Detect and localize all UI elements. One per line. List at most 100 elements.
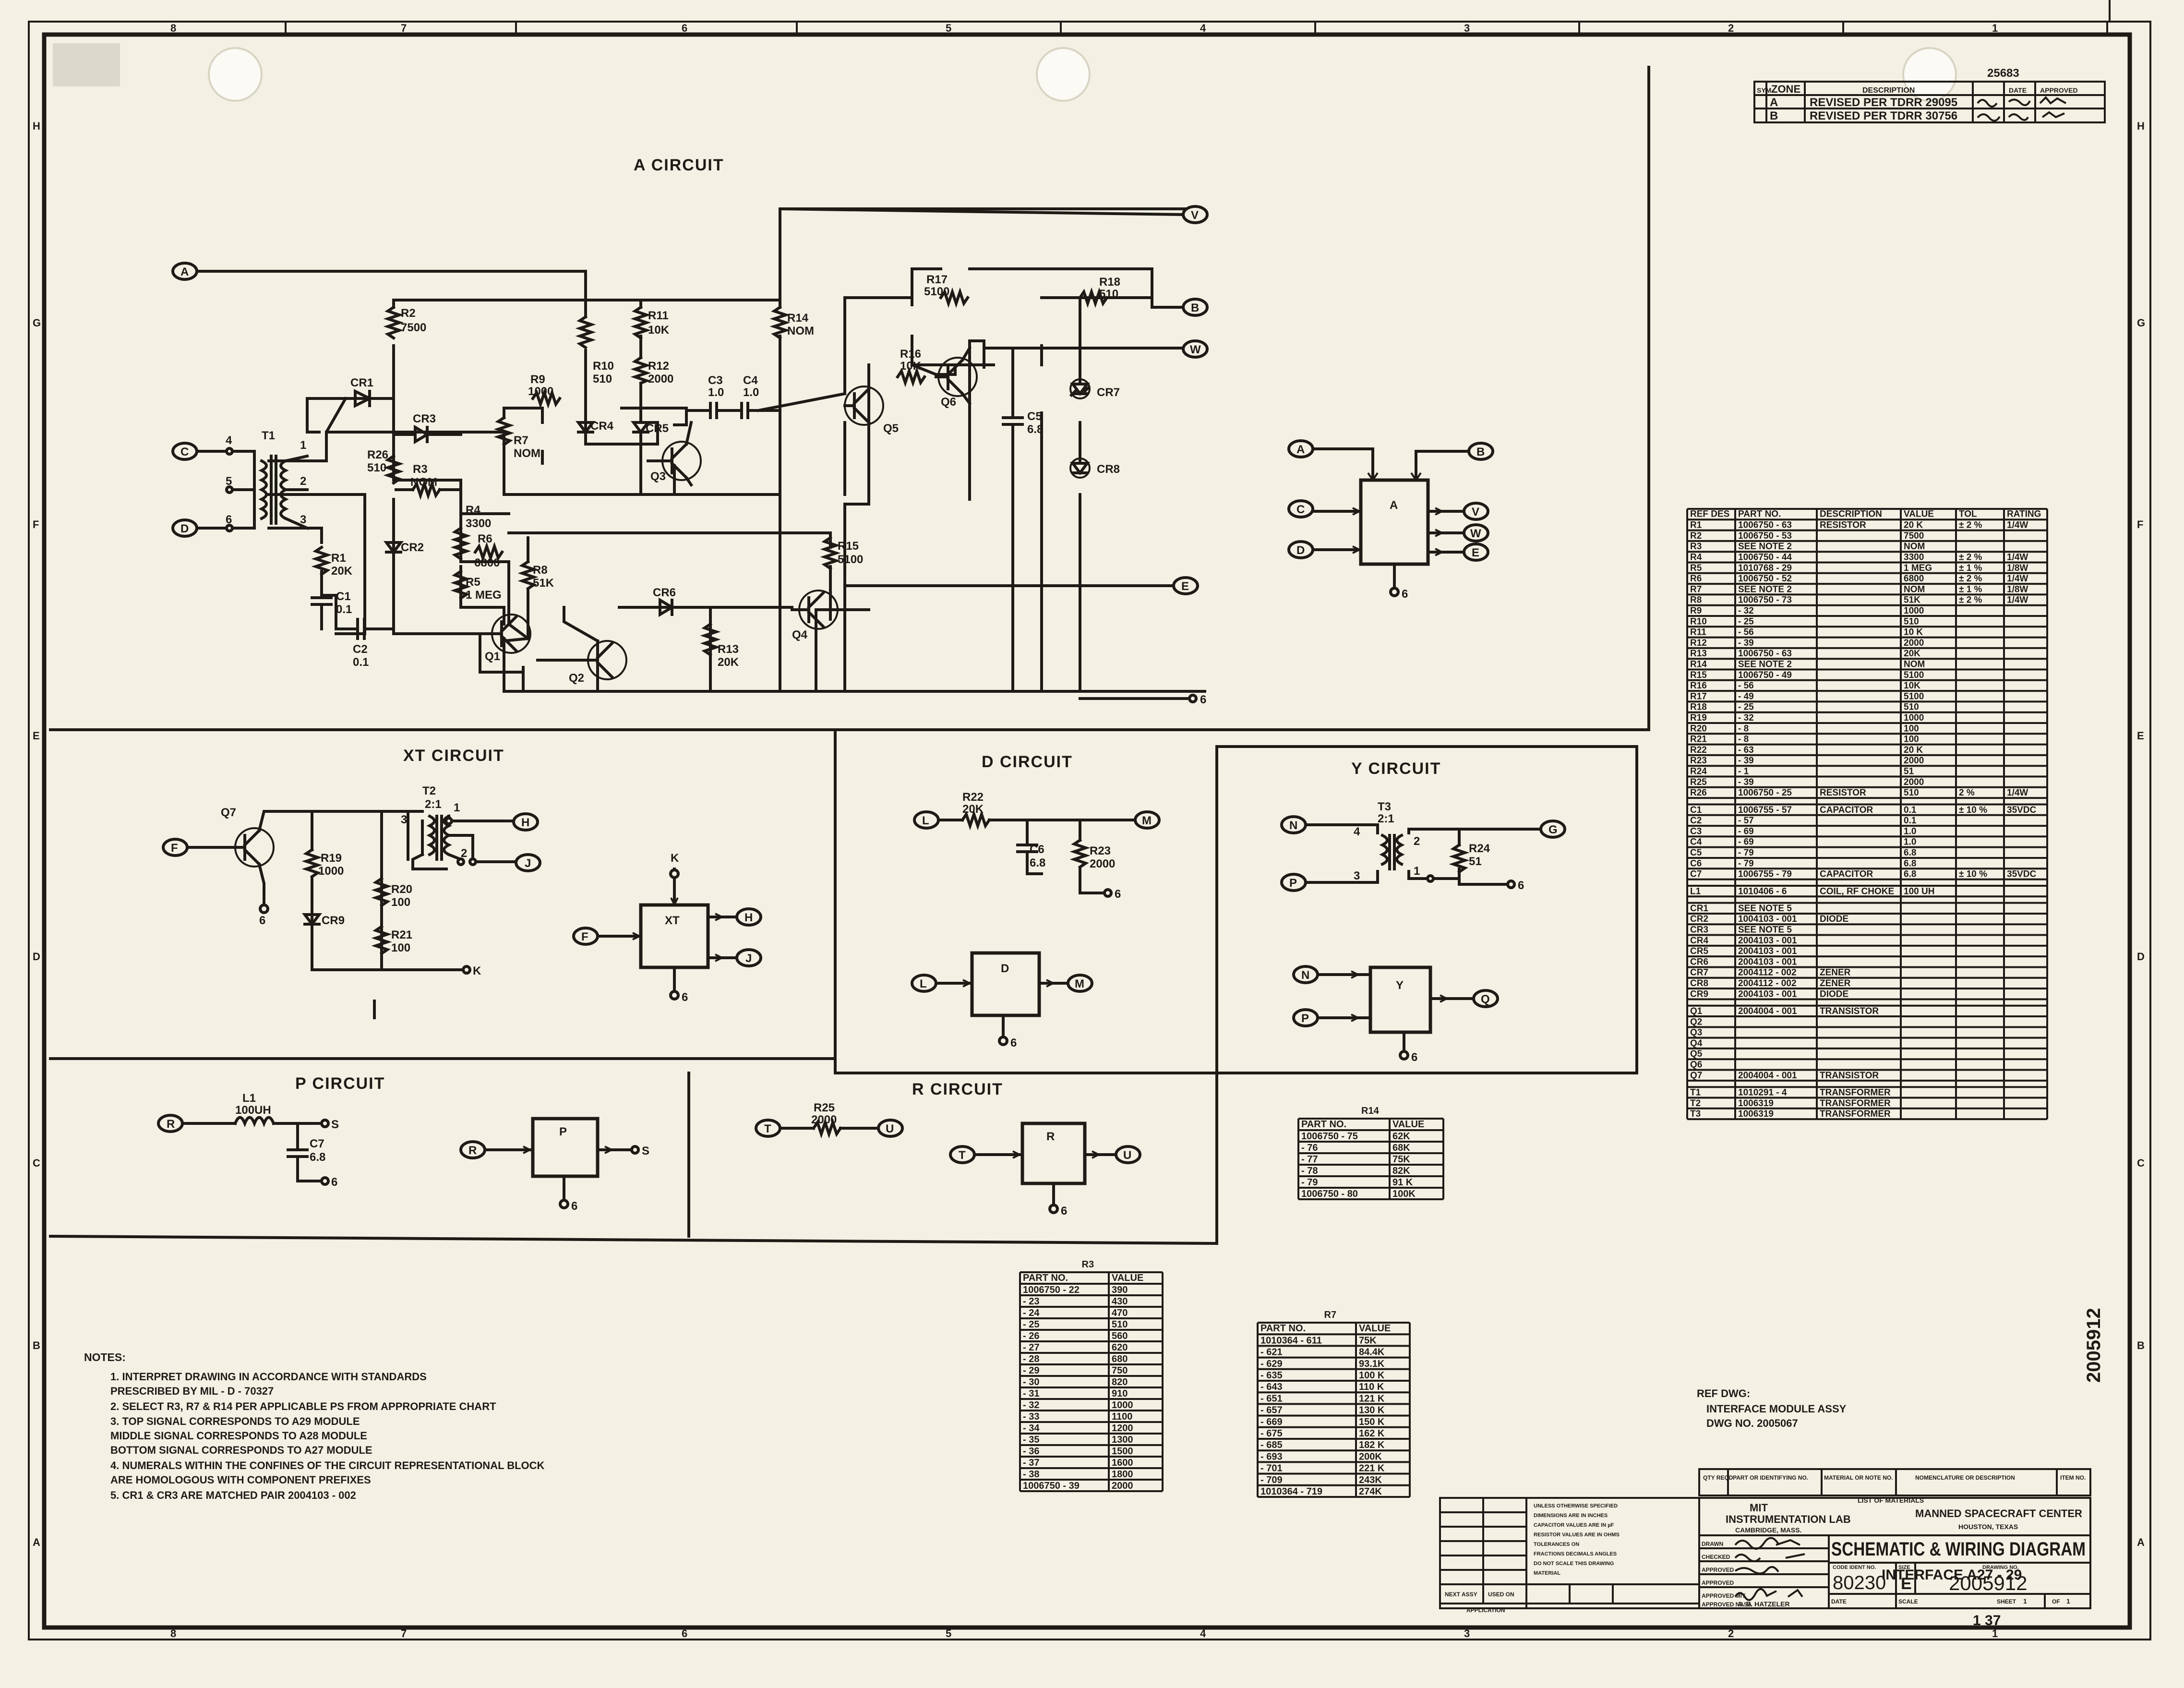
svg-text:Q6: Q6 <box>941 396 956 409</box>
svg-text:0.1: 0.1 <box>353 656 369 669</box>
table-cell: 2004103 - 001 <box>1738 957 1797 967</box>
svg-text:CR4: CR4 <box>590 420 614 433</box>
svg-text:Q1: Q1 <box>485 650 500 663</box>
svg-text:APPROVED MIT: APPROVED MIT <box>1702 1592 1746 1599</box>
title-block: QTY REQD PART OR IDENTIFYING NO. MATERIA… <box>1439 1468 2091 1628</box>
svg-text:PART OR IDENTIFYING NO.: PART OR IDENTIFYING NO. <box>1733 1474 1808 1481</box>
table-cell: 100 K <box>1359 1370 1385 1381</box>
svg-text:UNLESS OTHERWISE SPECIFIED: UNLESS OTHERWISE SPECIFIED <box>1534 1503 1618 1509</box>
table-cell: R3 <box>1690 542 1702 552</box>
table-header-cell: PART NO. <box>1738 509 1781 519</box>
svg-text:CR6: CR6 <box>653 586 676 599</box>
table-cell: R20 <box>1690 723 1707 734</box>
table-cell: 84.4K <box>1359 1347 1385 1358</box>
svg-text:V: V <box>1472 506 1479 518</box>
table-cell: CR1 <box>1690 904 1708 914</box>
table-cell: R14 <box>1690 660 1707 670</box>
terminal-d-label: D <box>180 522 189 535</box>
svg-text:20K: 20K <box>718 656 739 669</box>
table-cell: 110 K <box>1359 1382 1384 1392</box>
table-cell: 1000 <box>1904 713 1924 723</box>
svg-text:3: 3 <box>300 513 306 526</box>
table-cell: 390 <box>1112 1285 1128 1295</box>
ref-dwg-line1: INTERFACE MODULE ASSY <box>1706 1403 1847 1415</box>
svg-text:2: 2 <box>1414 835 1420 848</box>
table-cell: 1010768 - 29 <box>1738 563 1792 573</box>
svg-text:CHECKED: CHECKED <box>1702 1554 1730 1560</box>
table-cell: - 33 <box>1023 1411 1039 1422</box>
svg-text:10K: 10K <box>648 324 670 337</box>
code-ident: 80230 <box>1833 1572 1886 1593</box>
table-cell: CR4 <box>1690 936 1708 946</box>
table-cell: ± 10 % <box>1959 869 1987 880</box>
zone-right-label: C <box>2137 1157 2145 1169</box>
table-cell: 51K <box>1904 595 1920 605</box>
table-cell: 2 % <box>1959 788 1975 798</box>
svg-text:H: H <box>521 816 529 829</box>
table-cell: 10K <box>1904 681 1920 691</box>
svg-text:N: N <box>1289 819 1297 832</box>
org-name-2: INSTRUMENTATION LAB <box>1726 1513 1851 1525</box>
svg-text:CODE IDENT NO.: CODE IDENT NO. <box>1833 1565 1876 1570</box>
svg-text:M: M <box>1075 977 1084 990</box>
svg-text:NOM: NOM <box>514 447 540 460</box>
table-cell: Q5 <box>1690 1049 1703 1059</box>
table-cell: - 69 <box>1738 826 1754 836</box>
svg-text:Q5: Q5 <box>883 422 899 435</box>
zone-left-label: A <box>33 1536 40 1548</box>
table-cell: 6.8 <box>1904 858 1916 868</box>
table-cell: 20K <box>1904 649 1920 659</box>
revision-header-sym: SYM <box>1757 86 1771 94</box>
svg-text:B: B <box>1476 446 1485 458</box>
svg-text:1000: 1000 <box>318 865 344 878</box>
table-header-cell: PART NO. <box>1260 1323 1306 1334</box>
table-cell: 62K <box>1392 1131 1410 1142</box>
table-cell: 6.8 <box>1904 848 1916 858</box>
a-circuit-title: A CIRCUIT <box>634 156 724 174</box>
svg-text:CR9: CR9 <box>322 914 345 927</box>
customer-location: HOUSTON, TEXAS <box>1958 1523 2018 1531</box>
table-cell: TRANSFORMER <box>1820 1088 1891 1098</box>
table-cell: Q3 <box>1690 1028 1702 1038</box>
table-cell: ± 2 % <box>1959 553 1982 563</box>
table-cell: 1600 <box>1112 1458 1133 1468</box>
table-cell: 6.8 <box>1904 869 1916 880</box>
table-cell: TRANSFORMER <box>1820 1098 1891 1109</box>
svg-text:L1: L1 <box>242 1092 256 1105</box>
table-cell: SEE NOTE 2 <box>1738 660 1792 670</box>
table-cell: C1 <box>1690 805 1702 815</box>
svg-text:100UH: 100UH <box>235 1104 271 1117</box>
table-cell: SEE NOTE 2 <box>1738 584 1792 594</box>
drawing-subtitle: INTERFACE A27 - 29 <box>1882 1567 2022 1583</box>
svg-text:R: R <box>167 1118 175 1131</box>
table-cell: 1/4W <box>2007 788 2028 798</box>
svg-text:4: 4 <box>1354 825 1360 838</box>
svg-text:R26: R26 <box>367 448 388 461</box>
zone-bottom-label: 1 <box>1992 1628 1998 1640</box>
table-cell: 1006319 <box>1738 1109 1774 1119</box>
svg-text:2000: 2000 <box>648 373 673 386</box>
table-cell: 1500 <box>1112 1446 1133 1457</box>
table-cell: 510 <box>1904 788 1919 798</box>
table-cell: 1006750 - 75 <box>1301 1131 1358 1142</box>
table-cell: - 77 <box>1301 1154 1318 1165</box>
zone-left-label: G <box>33 317 41 329</box>
svg-text:R25: R25 <box>814 1101 835 1114</box>
table-cell: 510 <box>1904 616 1919 627</box>
table-cell: - 709 <box>1260 1475 1283 1485</box>
note-4b: ARE HOMOLOGOUS WITH COMPONENT PREFIXES <box>110 1474 371 1486</box>
svg-text:T: T <box>959 1149 966 1162</box>
table-cell: - 675 <box>1260 1428 1283 1439</box>
table-cell: 2004004 - 001 <box>1738 1071 1797 1081</box>
svg-text:5: 5 <box>226 475 232 488</box>
note-2: 2. SELECT R3, R7 & R14 PER APPLICABLE PS… <box>110 1400 496 1412</box>
d-circuit-title: D CIRCUIT <box>982 753 1073 771</box>
transformer-t2: T22:1 3 1 2 <box>401 784 517 866</box>
note-3b: MIDDLE SIGNAL CORRESPONDS TO A28 MODULE <box>110 1430 367 1442</box>
table-cell: 0.1 <box>1904 816 1917 826</box>
table-cell: 680 <box>1112 1354 1128 1364</box>
svg-text:S: S <box>642 1145 649 1157</box>
svg-text:Q4: Q4 <box>792 628 808 641</box>
svg-text:R: R <box>1046 1130 1055 1143</box>
table-cell: DIODE <box>1820 914 1848 924</box>
